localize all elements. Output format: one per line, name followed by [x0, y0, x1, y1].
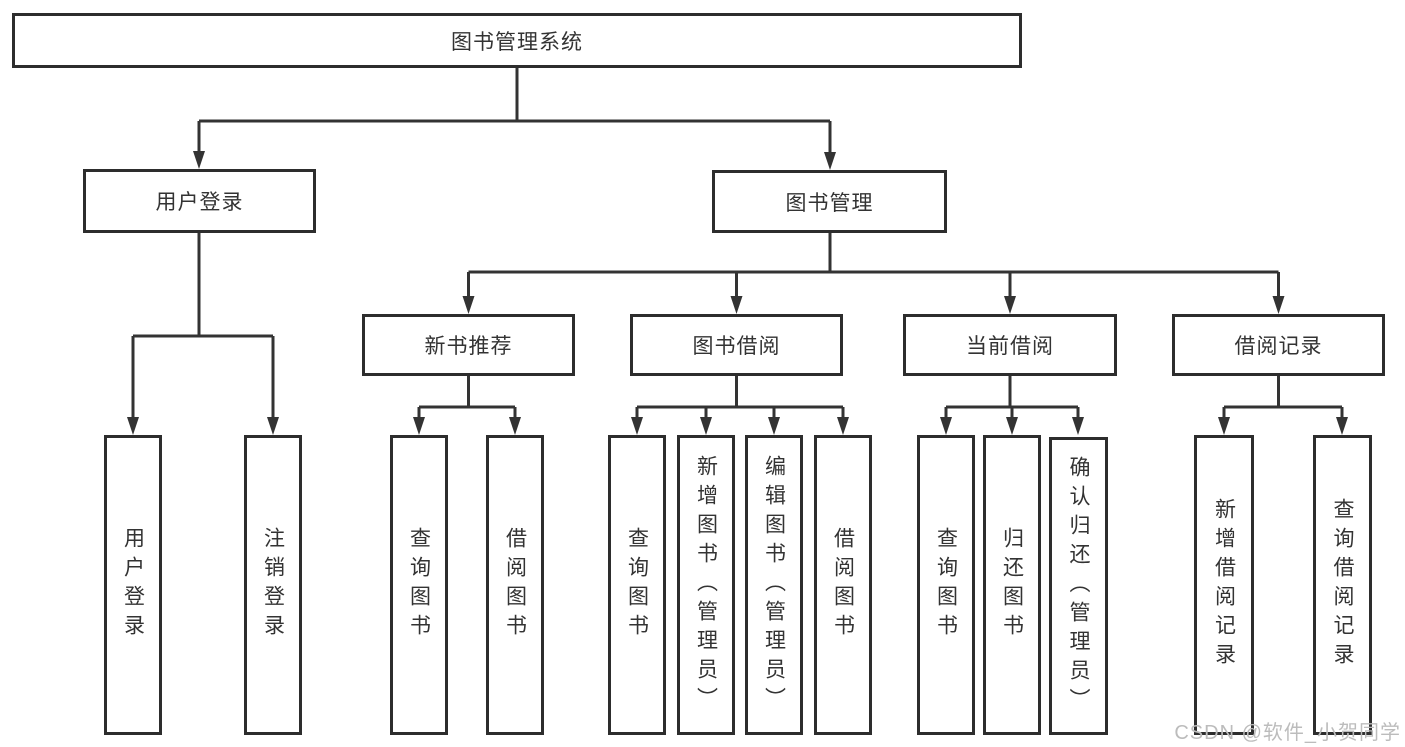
node-borrow-record: 借阅记录 [1172, 314, 1385, 376]
node-root-library-system: 图书管理系统 [12, 13, 1022, 68]
leaf-add-borrow-record: 新增借阅记录 [1194, 435, 1254, 735]
leaf-query-books-recommend: 查询图书 [390, 435, 448, 735]
leaf-logout: 注销登录 [244, 435, 302, 735]
node-current-borrow: 当前借阅 [903, 314, 1117, 376]
arrowhead-icons [127, 151, 1348, 435]
leaf-query-books-current: 查询图书 [917, 435, 975, 735]
leaf-return-books: 归还图书 [983, 435, 1041, 735]
node-book-borrow: 图书借阅 [630, 314, 843, 376]
leaf-query-books-borrow: 查询图书 [608, 435, 666, 735]
leaf-borrow-books: 借阅图书 [814, 435, 872, 735]
leaf-borrow-books-recommend: 借阅图书 [486, 435, 544, 735]
leaf-query-borrow-record: 查询借阅记录 [1313, 435, 1372, 735]
leaf-user-login: 用户登录 [104, 435, 162, 735]
node-user-login: 用户登录 [83, 169, 316, 233]
node-book-management: 图书管理 [712, 170, 947, 233]
leaf-confirm-return-admin: 确认归还（管理员） [1049, 437, 1108, 735]
leaf-add-books-admin: 新增图书（管理员） [677, 435, 735, 735]
leaf-edit-books-admin: 编辑图书（管理员） [745, 435, 803, 735]
watermark-text: CSDN @软件_小贺同学 [1174, 722, 1401, 744]
node-new-book-recommend: 新书推荐 [362, 314, 575, 376]
